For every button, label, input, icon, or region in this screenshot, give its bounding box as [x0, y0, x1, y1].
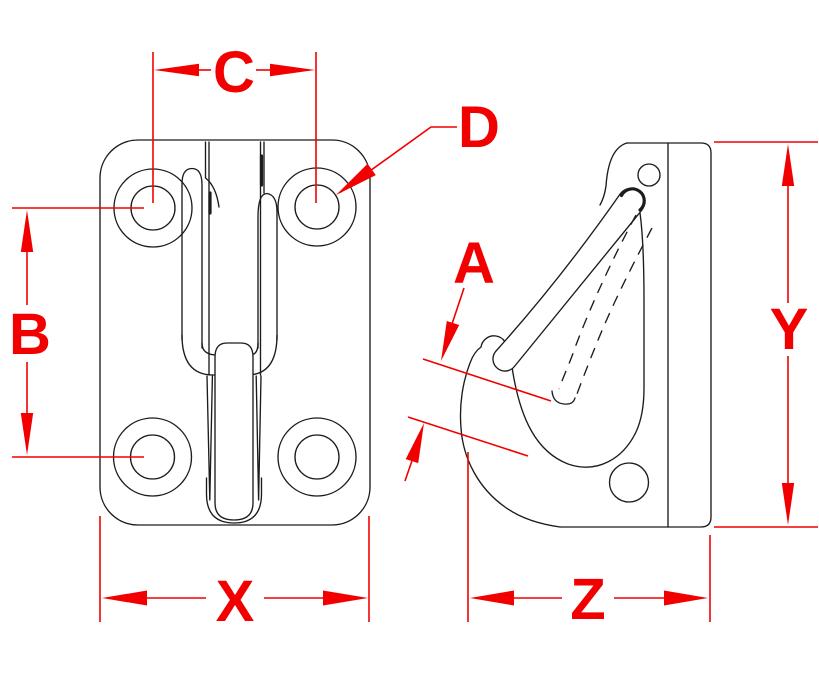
dim-b-arrow-up — [20, 210, 34, 252]
hole-top-right-inner — [294, 184, 340, 230]
gate-open-edge-left — [558, 214, 637, 390]
gate-closed — [492, 187, 646, 372]
side-hole-top — [637, 163, 661, 187]
dim-c-arrow-left — [154, 63, 199, 77]
taper-spike-right — [255, 375, 262, 501]
dim-x: X — [99, 516, 370, 634]
slot-ear-curve — [204, 177, 220, 208]
strap-right-arm — [257, 192, 278, 349]
hole-bottom-right-outer — [277, 417, 357, 497]
front-plate-outline — [99, 139, 371, 526]
dim-d: D — [336, 95, 500, 195]
dim-label-z: Z — [570, 567, 605, 632]
snap-tongue-front — [214, 342, 254, 521]
dim-a-leader — [451, 287, 465, 325]
tongue-bottom-cap — [205, 477, 263, 524]
dim-label-a: A — [453, 231, 495, 296]
dim-y: Y — [714, 141, 818, 528]
side-hole-bottom — [608, 462, 650, 503]
dim-label-c: C — [213, 40, 255, 105]
dim-y-arrow-down — [781, 483, 795, 525]
dim-a-arrow-tail — [404, 460, 413, 482]
dim-label-b: B — [9, 302, 51, 367]
dim-y-arrow-up — [781, 144, 795, 186]
dim-a-arrow-lower — [405, 423, 424, 464]
strap-left-arm — [181, 167, 203, 349]
dim-x-arrow-right — [323, 590, 368, 606]
dim-x-arrow-left — [102, 590, 147, 606]
taper-spike-left — [206, 375, 214, 501]
dim-c: C — [152, 40, 317, 203]
dim-z-arrow-right — [664, 590, 708, 606]
dim-a: A — [404, 231, 552, 482]
hook-shoulder — [599, 142, 628, 206]
hole-bottom-right-inner — [294, 434, 340, 480]
side-plate-outline — [559, 142, 712, 528]
dim-label-y: Y — [770, 297, 809, 362]
strap-bottom-outer — [181, 334, 278, 376]
dim-label-x: X — [216, 569, 255, 634]
dim-b-arrow-down — [20, 413, 34, 455]
dim-d-arrow — [336, 163, 376, 195]
dim-b: B — [9, 207, 144, 458]
front-view — [99, 139, 371, 526]
dim-a-tangent-lower — [407, 416, 529, 457]
hole-top-right-outer — [277, 167, 357, 247]
gate-open-tip-cap — [551, 390, 576, 405]
gate-pivot-cap — [619, 187, 646, 212]
dim-a-arrow-upper — [441, 321, 460, 361]
dim-c-arrow-right — [270, 63, 315, 77]
dim-label-d: D — [458, 95, 500, 160]
dim-z: Z — [467, 452, 711, 632]
gate-open-edge-right — [576, 227, 653, 395]
side-view — [459, 142, 712, 528]
dim-z-arrow-left — [470, 590, 514, 606]
dimensions: C D B X — [9, 40, 818, 634]
dim-a-tangent-upper — [422, 358, 552, 402]
